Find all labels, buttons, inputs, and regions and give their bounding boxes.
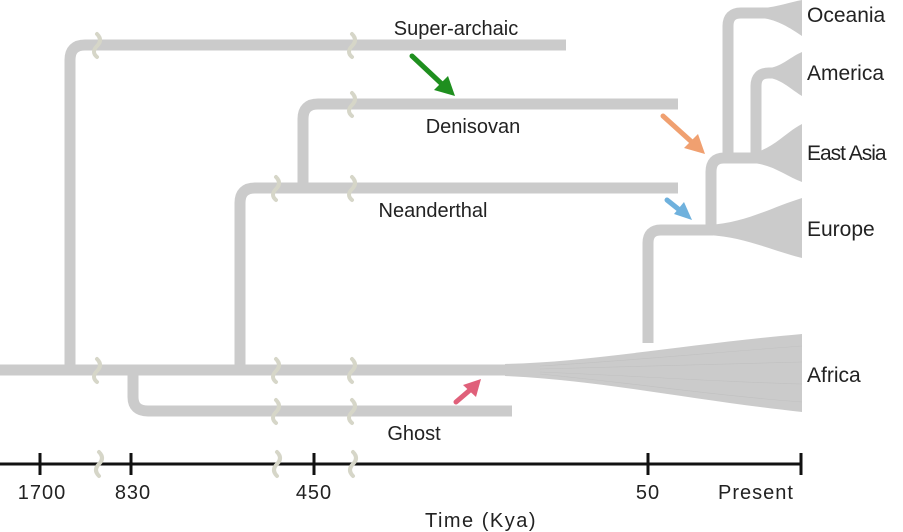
east-asia-fan — [752, 124, 802, 182]
arrow-icon — [453, 379, 481, 405]
arrow-icon — [409, 53, 455, 96]
arrow-icon — [664, 197, 692, 220]
super-archaic-branch — [64, 39, 566, 370]
europe-label: Europe — [807, 218, 875, 241]
east-asia-label: East Asia — [807, 142, 887, 165]
axis-break-icon — [348, 450, 358, 478]
africa-fan-streak — [539, 371, 803, 385]
tick-label-50: 50 — [636, 482, 660, 504]
axis-ticks — [38, 453, 803, 475]
tick-label-450: 450 — [296, 482, 332, 504]
axis-break-icon — [347, 32, 357, 59]
axis-break-marks — [94, 450, 358, 478]
tick-label-present: Present — [718, 482, 794, 504]
out-of-africa-branch — [642, 224, 713, 343]
population-fans — [505, 0, 802, 412]
branches — [0, 7, 778, 417]
tick-label-830: 830 — [115, 482, 151, 504]
oceania-branch — [722, 7, 770, 158]
axis-break-icon — [271, 357, 281, 384]
axis-break-icon — [271, 175, 281, 202]
america-fan — [770, 52, 802, 96]
axis-break-icon — [271, 398, 281, 425]
america-label: America — [807, 62, 884, 85]
axis-break-icon — [347, 357, 357, 384]
africa-fan-streak — [539, 345, 803, 367]
africa-fan-texture — [539, 345, 803, 403]
africa-label: Africa — [807, 364, 861, 387]
tick-label-1700: 1700 — [18, 482, 67, 504]
neanderthal-branch — [234, 182, 678, 370]
eurasian-branch — [705, 152, 762, 230]
oceania-fan — [762, 0, 802, 36]
africa-fan — [505, 334, 802, 412]
axis-break-icon — [347, 175, 357, 202]
africa-fan-streak — [539, 361, 803, 370]
axis-break-icon — [94, 450, 104, 478]
axis-break-icon — [347, 398, 357, 425]
axis-break-icon — [272, 450, 282, 478]
axis-break-icon — [92, 357, 102, 384]
axis-break-icon — [92, 32, 102, 59]
europe-fan — [708, 198, 802, 258]
lineage-labels: Super-archaic Denisovan Neanderthal Ghos… — [379, 18, 521, 445]
neanderthal-label: Neanderthal — [379, 200, 488, 222]
africa-fan-streak — [539, 373, 803, 403]
denisovan-branch — [297, 98, 678, 188]
super-archaic-label: Super-archaic — [394, 18, 519, 40]
introgression-arrows — [409, 53, 705, 405]
america-branch — [750, 67, 778, 158]
time-axis: 1700 830 450 50 Present Time (Kya) — [0, 450, 803, 532]
axis-tick-labels: 1700 830 450 50 Present — [18, 482, 794, 504]
arrow-icon — [660, 113, 705, 154]
oceania-label: Oceania — [807, 4, 886, 27]
branch-break-marks — [92, 32, 357, 425]
ghost-branch — [127, 370, 512, 417]
denisovan-label: Denisovan — [426, 116, 521, 138]
axis-title: Time (Kya) — [425, 510, 537, 532]
ghost-label: Ghost — [387, 423, 441, 445]
axis-break-icon — [347, 91, 357, 118]
population-labels: Oceania America East Asia Europe Africa — [807, 4, 888, 387]
